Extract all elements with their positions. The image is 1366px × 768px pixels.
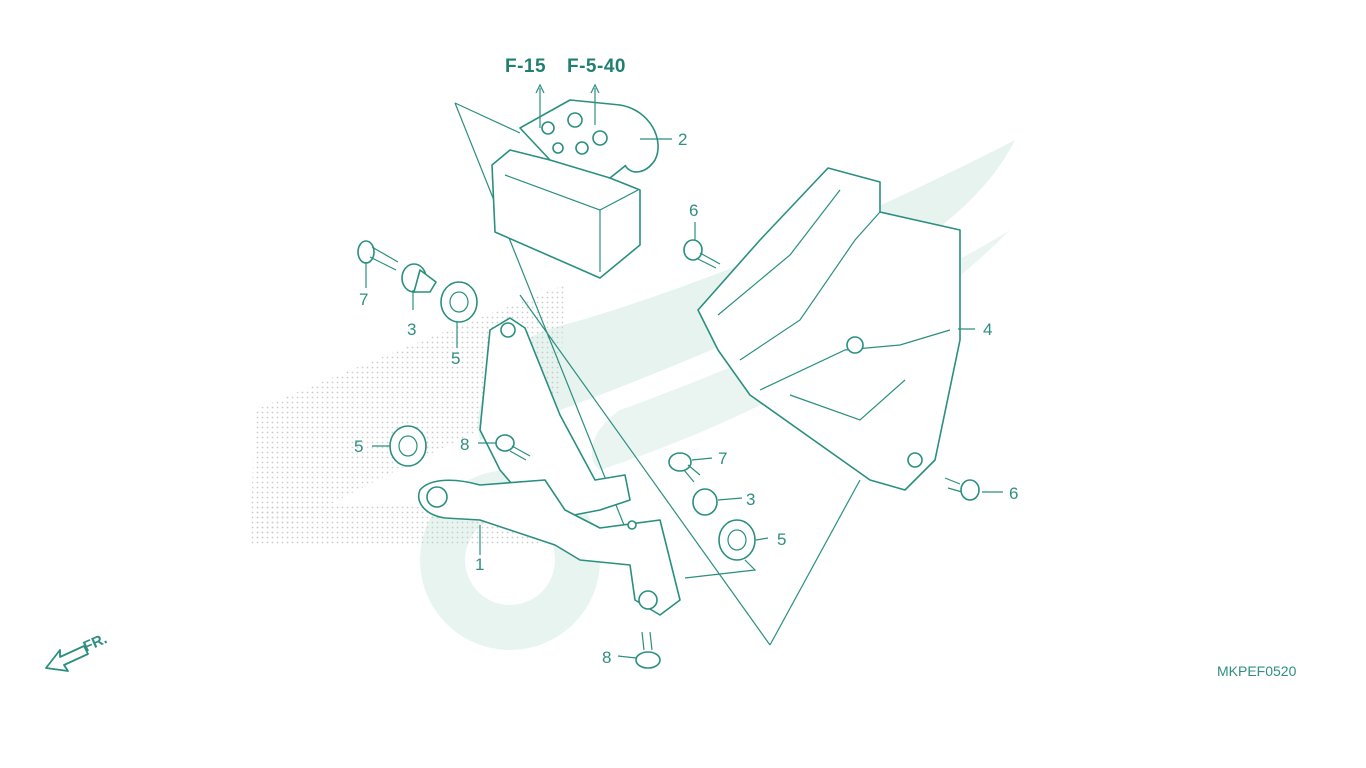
- collar-3-right[interactable]: [692, 488, 718, 516]
- grommet-5-top[interactable]: [440, 281, 478, 323]
- grommet-5-right[interactable]: [718, 519, 756, 561]
- bolt-7-right[interactable]: [668, 452, 701, 483]
- front-indicator-label: FR.: [81, 630, 110, 655]
- abs-cover[interactable]: [697, 167, 961, 491]
- callout-bolt-bottom: 8: [602, 648, 611, 667]
- grommet-5-left[interactable]: [389, 425, 427, 467]
- reference-label-f15: F-15: [505, 56, 546, 77]
- callout-grommet-top: 5: [451, 349, 460, 368]
- callout-bracket: 1: [475, 555, 484, 574]
- abs-bracket[interactable]: [418, 317, 681, 616]
- callout-screw-right: 6: [1009, 484, 1018, 503]
- front-direction-indicator: FR.: [45, 630, 110, 672]
- collar-3-left[interactable]: [401, 263, 437, 293]
- callout-collar-left: 3: [407, 320, 416, 339]
- watermark-dots-wing: [250, 285, 565, 545]
- diagram-code: MKPEF0520: [1217, 663, 1297, 679]
- callout-collar-right: 3: [746, 490, 755, 509]
- callout-cover: 4: [983, 320, 992, 339]
- callout-bolt-left: 7: [359, 290, 368, 309]
- reference-label-f540: F-5-40: [567, 56, 626, 77]
- front-arrow-icon: [45, 645, 89, 672]
- screw-6-right[interactable]: [944, 477, 980, 501]
- leader-lines: [365, 138, 1003, 659]
- callout-grommet-left: 5: [354, 437, 363, 456]
- screw-6-top[interactable]: [683, 239, 721, 269]
- callout-grommet-right: 5: [777, 530, 786, 549]
- callout-bolt-mid: 8: [460, 435, 469, 454]
- callout-modulator: 2: [678, 130, 687, 149]
- callout-bolt-right: 7: [718, 449, 727, 468]
- bolt-8-mid[interactable]: [495, 434, 531, 461]
- abs-modulator[interactable]: [491, 99, 659, 279]
- bolt-8-bottom[interactable]: [635, 631, 661, 669]
- callout-screw-top: 6: [689, 201, 698, 220]
- bolt-7-left[interactable]: [357, 240, 399, 271]
